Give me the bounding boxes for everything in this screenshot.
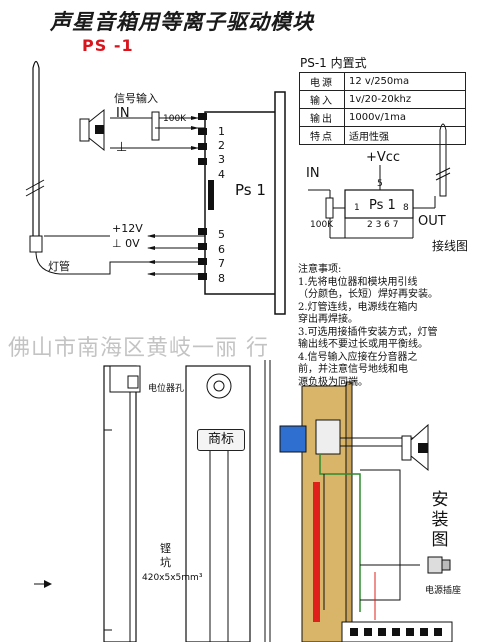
note-line: 穿出再焊接。 [298, 314, 358, 325]
wiring-pot-value: 100K [310, 220, 334, 230]
spec-heading: PS-1 内置式 [300, 56, 367, 70]
note-line: 3.可选用接插件安装方式，灯管 [298, 326, 438, 338]
wiring-module-name: Ps 1 [369, 198, 396, 213]
power-socket-icon [427, 556, 451, 574]
note-line: 1.先将电位器和模块用引线 [298, 276, 418, 288]
page-title: 声星音箱用等离子驱动模块 [50, 9, 314, 34]
dimension-label: 420x5x5mm³ [142, 573, 203, 583]
wiring-pin-right: 8 [403, 203, 409, 213]
power-zero-label: ⊥ 0V [112, 237, 140, 250]
out-label: OUT [418, 214, 446, 229]
speaker-icon [79, 108, 105, 152]
pin-1: 1 [218, 125, 225, 138]
signal-input-label: 信号输入 [114, 92, 158, 105]
note-line: 源负极为同端。 [298, 376, 368, 388]
potentiometer-icon [151, 111, 160, 141]
wiring-in-label: IN [306, 166, 320, 181]
ground-symbol: ⊥ [116, 140, 128, 155]
front-view [185, 360, 271, 642]
pin-6: 6 [218, 243, 225, 256]
wiring-pin-left: 1 [354, 203, 360, 213]
spec-key: 输入 [299, 90, 345, 109]
spec-value: 适用性强 [344, 126, 466, 145]
potentiometer-knob-icon [279, 425, 307, 453]
pin-7: 7 [218, 257, 225, 270]
note-line: 2.灯管连线，电源线在箱内 [298, 301, 418, 313]
pot-value-label: 100K [163, 114, 187, 124]
wiring-pin-top: 5 [377, 179, 383, 189]
groove-label: 铿 坑 [160, 542, 171, 569]
note-line: 前，并注意信号地线和电 [298, 364, 408, 375]
model-label: PS -1 [82, 36, 134, 55]
spec-value: 12 v/250ma [344, 72, 466, 91]
trademark-label: 商标 [197, 429, 245, 451]
pin-3: 3 [218, 153, 225, 166]
spec-value: 1000v/1ma [344, 108, 466, 127]
lamp-tube-label: 灯管 [48, 260, 70, 273]
vcc-label: +Vcc [366, 150, 401, 165]
wiring-diagram [308, 123, 451, 239]
spec-row: 特点适用性强 [299, 126, 466, 145]
note-line: （分颜色，长短）焊好再安装。 [298, 289, 438, 300]
ps1-module [198, 91, 286, 315]
dimension-arrow [34, 580, 52, 588]
note-line: 4.信号输入应接在分音器之 [298, 351, 418, 363]
notes-heading: 注意事项: [298, 264, 342, 275]
spec-key: 电源 [299, 72, 345, 91]
wiring-pin-bottom: 2 3 6 7 [367, 220, 399, 230]
speaker-install-icon [401, 423, 429, 472]
pin-5: 5 [218, 228, 225, 241]
install-title: 安装图 [431, 490, 449, 550]
spec-key: 特点 [299, 126, 345, 145]
note-line: 输出线不要过长或用平衡线。 [298, 339, 428, 350]
pin-4: 4 [218, 168, 225, 181]
lamp-tube [25, 60, 205, 275]
spec-key: 输出 [299, 108, 345, 127]
watermark: 佛山市南海区黄岐一丽 行 [8, 336, 269, 361]
pin-2: 2 [218, 139, 225, 152]
in-label: IN [116, 106, 130, 121]
power-plus-label: +12V [112, 222, 143, 235]
pot-hole-label: 电位器孔 [148, 384, 185, 394]
spec-value: 1v/20-20khz [344, 90, 466, 109]
wiring-caption: 接线图 [432, 239, 469, 253]
module-name: Ps 1 [235, 181, 266, 199]
side-profile [103, 365, 141, 642]
pin-8: 8 [218, 272, 225, 285]
notes-block: 注意事项: 1.先将电位器和模块用引线 （分颜色，长短）焊好再安装。 2.灯管连… [298, 264, 498, 389]
power-socket-label: 电源插座 [425, 586, 462, 596]
install-diagram [279, 381, 453, 642]
